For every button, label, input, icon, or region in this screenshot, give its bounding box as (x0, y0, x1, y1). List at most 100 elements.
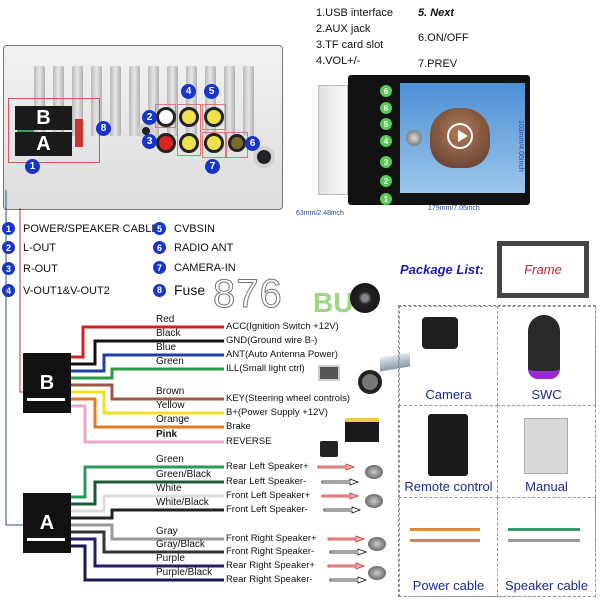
feature-item: 4.VOL+/- (316, 55, 361, 67)
button-marker: 6 (380, 85, 392, 97)
legend-item: 2 L-OUT (2, 241, 56, 254)
button-marker: 1 (380, 193, 392, 205)
harness-a-wire (71, 544, 224, 582)
harness-a-wire-function-label: Rear Right Speaker- (226, 574, 313, 585)
depth-dimension: 63mm/2.48inch (296, 210, 344, 217)
speaker-arrows (317, 463, 368, 584)
polarity-arrow-icon (317, 463, 356, 471)
legend-item: 3 R-OUT (2, 262, 58, 275)
harness-a-wire-function-label: Front Right Speaker+ (226, 533, 317, 544)
package-item-swc: SWC (497, 306, 596, 406)
unit-chassis (318, 85, 348, 195)
fuse (75, 119, 83, 147)
harness-b-wire-function-label: REVERSE (226, 436, 272, 447)
harness-a-wire-color-label: Green (156, 454, 184, 465)
marker-1: 1 (25, 159, 40, 174)
harness-a-wire-function-label: Rear Left Speaker- (226, 476, 307, 487)
button-marker: 3 (380, 156, 392, 168)
legend-label: V-OUT1&V-OUT2 (23, 284, 110, 297)
marker-6: 6 (245, 136, 260, 151)
package-item-remote: Remote control (399, 405, 498, 498)
marker-icon: 3 (2, 262, 15, 275)
marker-7: 7 (205, 159, 220, 174)
harness-b-wire (71, 404, 224, 444)
harness-b-wire (71, 353, 224, 373)
marker-4: 4 (181, 84, 196, 99)
reverse-camera-icon (320, 441, 338, 457)
marker-icon: 4 (2, 284, 15, 297)
harness-a-wire-color-label: White (156, 483, 182, 494)
play-icon (447, 123, 473, 149)
package-item-speaker-cable: Speaker cable (497, 497, 596, 597)
package-item-manual: Manual (497, 405, 596, 498)
marker-icon: 5 (153, 222, 166, 235)
package-item-label: Manual (525, 479, 568, 494)
light-icon (318, 365, 340, 381)
speaker-icon (365, 465, 383, 479)
heatsink-fin (243, 66, 254, 136)
legend-item: 1 POWER/SPEAKER CABLE (2, 222, 159, 235)
head-unit: 6 6 5 4 3 2 1 (318, 75, 600, 205)
harness-b-wire-function-label: KEY(Steering wheel controls) (226, 393, 351, 404)
polarity-arrow-icon (323, 506, 362, 514)
harness-b-wire (71, 390, 224, 415)
harness-a-wire (71, 537, 224, 568)
button-marker: 2 (380, 175, 392, 187)
heatsink-fin (186, 66, 197, 136)
heatsink-fin (91, 66, 102, 136)
width-dimension: 179mm/7.05inch (428, 205, 480, 212)
harness-a-wire-color-label: Purple/Black (156, 567, 213, 578)
heatsink-fin (34, 66, 45, 136)
harness-b-wire-function-label: B+(Power Supply +12V) (226, 407, 328, 418)
harness-b-wire-function-label: ACC(Ignition Switch +12V) (226, 321, 339, 332)
frame-label: Frame (524, 262, 562, 277)
harness-a-wire (71, 465, 224, 499)
harness-b-wires (71, 325, 224, 444)
legend-label: CVBSIN (174, 222, 215, 235)
harness-b-block: B (23, 353, 71, 413)
camera-icon (422, 317, 458, 349)
marker-icon: 2 (2, 241, 15, 254)
harness-a-wire (71, 530, 224, 554)
harness-b-wire-color-label: Blue (156, 342, 177, 353)
harness-a-wire (71, 494, 224, 513)
legend-item: 6 RADIO ANT (153, 241, 233, 254)
marker-icon: 1 (2, 222, 15, 235)
legend-item: 7 CAMERA-IN (153, 261, 236, 274)
polarity-arrow-icon (327, 562, 366, 570)
harness-b-wire-function-label: Brake (226, 421, 251, 432)
manual-icon (524, 418, 568, 474)
remote-control-icon (428, 414, 468, 476)
harness-b-wire-color-label: Brown (156, 386, 185, 397)
feature-prev: 7.PREV (418, 58, 458, 70)
rca-camera-frame (202, 132, 226, 158)
battery-icon (345, 418, 379, 442)
harness-b-wire (71, 367, 224, 380)
harness-a-wire-color-label: Gray/Black (156, 539, 205, 550)
rca-cvbs-frame (202, 104, 226, 130)
harness-b-wire-color-label: Red (156, 314, 175, 325)
harness-a-wire-function-label: Front Left Speaker- (226, 504, 308, 515)
polarity-arrow-icon (329, 548, 368, 556)
harness-b-wire-function-label: GND(Ground wire B-) (226, 335, 318, 346)
harness-a-wire-function-label: Rear Right Speaker+ (226, 560, 315, 571)
legend-label: CAMERA-IN (174, 261, 236, 274)
package-item-power-cable: Power cable (399, 497, 498, 597)
harness-a-wire-function-label: Front Left Speaker+ (226, 490, 311, 501)
harness-b-wire-function-label: ANT(Auto Antenna Power) (226, 349, 338, 360)
harness-b-wire (71, 383, 224, 401)
feature-next: 5. Next (418, 7, 455, 19)
iso-connector-b: B (15, 106, 72, 130)
harness-a-wire (71, 508, 224, 520)
harness-a-wire-color-label: White/Black (156, 497, 209, 508)
legend-label: R-OUT (23, 262, 58, 275)
marker-3: 3 (142, 134, 157, 149)
polarity-arrow-icon (321, 492, 360, 500)
harness-b-wire-color-label: Green (156, 356, 184, 367)
polarity-arrow-icon (327, 535, 366, 543)
harness-b-wire-function-label: ILL(Small light ctrl) (226, 363, 305, 374)
package-frame: Frame (497, 241, 589, 298)
rca-v-out-frame (177, 104, 201, 156)
legend-label: RADIO ANT (174, 241, 234, 254)
polarity-arrow-icon (321, 478, 360, 486)
